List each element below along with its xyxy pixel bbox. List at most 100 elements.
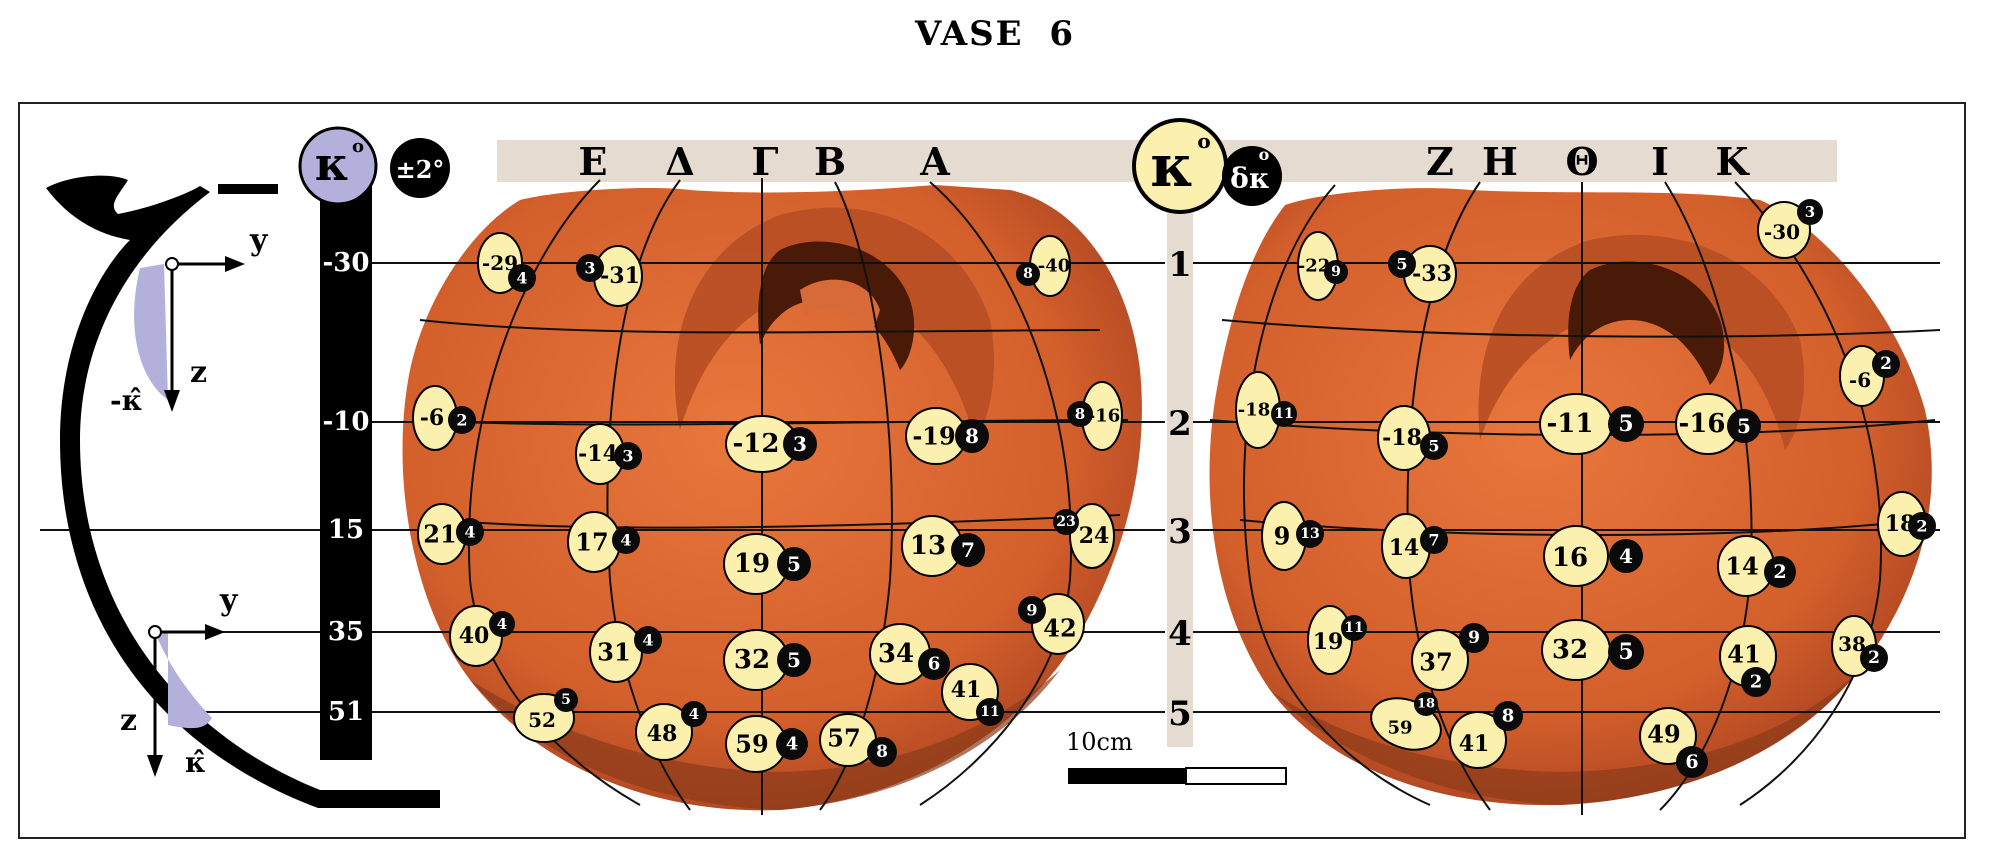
marker-dk: 3 [1805, 203, 1815, 221]
kappa-scale-value: -10 [323, 407, 370, 437]
marker: -303 [1757, 199, 1823, 259]
marker-dk: 7 [1428, 531, 1439, 550]
marker-kappa: 59 [735, 730, 768, 759]
marker-dk: 4 [620, 531, 631, 550]
marker-kappa: -16 [1088, 406, 1121, 427]
marker: 525 [513, 688, 578, 743]
marker: -335 [1388, 245, 1457, 303]
row-label-band [1167, 182, 1193, 747]
marker-kappa: -14 [578, 441, 618, 467]
marker-dk: 23 [1056, 514, 1075, 530]
marker-dk: 4 [497, 615, 507, 633]
marker-kappa: 52 [528, 708, 556, 732]
marker-dk: 3 [622, 447, 633, 466]
marker-dk: 9 [1026, 601, 1037, 620]
marker: 16 4 [1543, 525, 1643, 587]
marker: 13 7 [901, 515, 985, 577]
marker-kappa: 40 [459, 623, 490, 649]
marker-dk: 4 [1619, 544, 1633, 568]
row-numbers: 1 2 3 4 5 [1168, 245, 1192, 734]
marker: -18 5 [1377, 405, 1448, 471]
marker-dk: 8 [965, 424, 979, 448]
marker-dk: 2 [1868, 648, 1880, 668]
marker-dk: 2 [1773, 561, 1786, 583]
marker-kappa: 21 [423, 520, 456, 549]
marker: 379 [1411, 623, 1489, 691]
row-number: 2 [1168, 404, 1192, 444]
marker-dk: 18 [1417, 697, 1435, 712]
marker: -313 [576, 245, 643, 307]
meridian-label: Γ [752, 139, 779, 184]
marker-dk: 6 [1685, 751, 1698, 773]
marker-kappa: 41 [1459, 731, 1490, 757]
marker-kappa: 48 [647, 721, 678, 747]
marker: 42 9 [1018, 593, 1085, 655]
figure-frame [18, 102, 1966, 839]
marker-kappa: -16 [1679, 409, 1726, 439]
kappa-scale-bar [320, 186, 372, 760]
marker: -16 5 [1675, 393, 1761, 455]
marker-kappa: 42 [1043, 614, 1076, 643]
meridian-label: Β [814, 139, 846, 184]
marker-dk: 5 [787, 648, 801, 672]
marker-dk: 4 [786, 734, 799, 755]
marker-kappa: 13 [910, 531, 946, 561]
marker-dk: 11 [1344, 620, 1363, 636]
row-number: 5 [1168, 694, 1192, 734]
kappa-scale-value: -30 [323, 248, 370, 278]
scale-bar-label: 10cm [1066, 728, 1133, 756]
meridian-label: Κ [1715, 139, 1750, 184]
marker: 32 5 [723, 629, 811, 691]
marker-dk: 7 [961, 538, 975, 562]
marker-dk: 6 [928, 654, 941, 675]
marker-kappa: -33 [1412, 261, 1452, 287]
marker: 40 4 [449, 605, 515, 667]
legend-dk-circle [1222, 146, 1282, 206]
marker-dk: 5 [1737, 414, 1751, 438]
legend-kappa-degree: o [1197, 129, 1210, 153]
marker-kappa: -18 [1382, 425, 1422, 451]
marker-kappa: -40 [1038, 256, 1071, 277]
marker-dk: 5 [1428, 437, 1439, 456]
marker-kappa: 41 [951, 677, 982, 703]
marker-kappa: -6 [1849, 368, 1871, 392]
z-axis-label-top: z [190, 355, 207, 390]
marker: 48 4 [635, 701, 707, 761]
marker-dk: 4 [689, 705, 699, 723]
marker: 418 [1449, 701, 1523, 769]
marker-dk: 8 [876, 742, 888, 762]
tolerance-circle [390, 138, 450, 198]
marker: 412 [1719, 625, 1777, 697]
z-axis-label-bottom: z [120, 703, 137, 738]
marker-kappa: -6 [420, 405, 444, 431]
legend-dk-symbol: δκ [1230, 162, 1270, 195]
marker-kappa: 17 [575, 528, 608, 557]
marker: 382 [1831, 615, 1888, 677]
scale-bar-black [1068, 768, 1186, 784]
left-vase [402, 185, 1142, 811]
marker-kappa: 32 [734, 645, 770, 675]
legend-dk-degree: o [1259, 145, 1270, 164]
y-axis-label-bottom: y [219, 583, 239, 618]
meridian-label: Η [1482, 139, 1518, 184]
kappa-header-symbol: κ [315, 137, 349, 191]
marker-kappa: 16 [1552, 543, 1588, 573]
marker: -168 [1067, 381, 1123, 451]
marker-kappa: 24 [1079, 523, 1110, 549]
marker-kappa: 41 [1727, 640, 1760, 669]
marker-kappa: 19 [734, 549, 770, 579]
marker-kappa: 14 [1389, 535, 1420, 561]
legend-kappa-symbol: κ [1150, 132, 1193, 200]
